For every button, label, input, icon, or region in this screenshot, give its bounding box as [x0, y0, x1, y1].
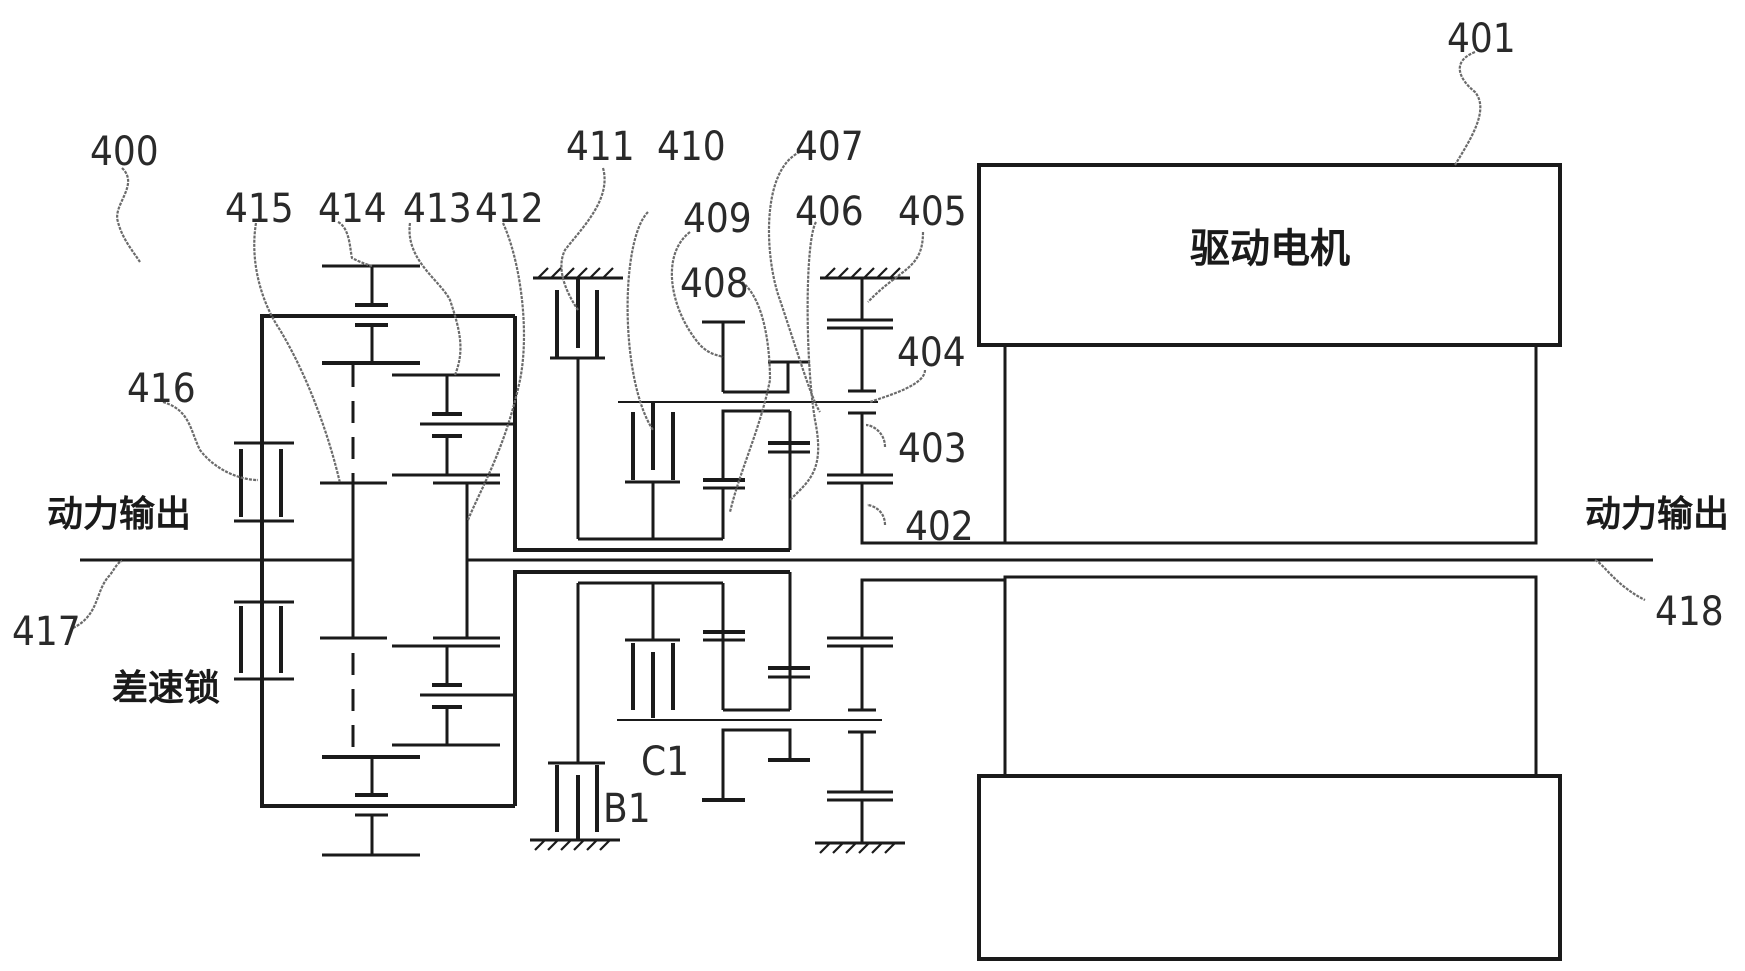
- leader-405: [867, 231, 925, 303]
- leader-414: [337, 221, 373, 268]
- leader-410: [626, 211, 654, 431]
- leader-409: [670, 231, 724, 359]
- gear-lower-frame: [721, 728, 792, 800]
- label-403: 403: [898, 426, 967, 472]
- leader-418: [1594, 559, 1646, 601]
- gear-409-link: [723, 362, 790, 394]
- upper-layshaft-group: [618, 320, 878, 539]
- leader-408: [728, 281, 772, 513]
- label-416: 416: [127, 366, 196, 412]
- label-405: 405: [898, 189, 967, 235]
- label-400: 400: [90, 129, 159, 175]
- label-c1: C1: [641, 739, 689, 785]
- ground-411-hatch: [537, 267, 614, 279]
- label-415: 415: [225, 186, 294, 232]
- motor-connection-upper: [860, 483, 1005, 545]
- leader-400: [116, 167, 141, 263]
- leader-402: [866, 503, 887, 526]
- leader-411: [560, 167, 606, 311]
- brake-b1: [530, 761, 620, 851]
- leader-407: [767, 150, 821, 413]
- label-402: 402: [905, 504, 974, 550]
- motor-stator-bottom: [977, 774, 1562, 961]
- label-407: 407: [795, 124, 864, 170]
- lower-ring-group: [815, 636, 905, 854]
- label-406: 406: [795, 189, 864, 235]
- leader-lines: [72, 50, 1646, 629]
- gear-408-frame: [721, 409, 790, 480]
- motor-connection-lower: [860, 578, 1005, 638]
- label-408: 408: [680, 261, 749, 307]
- label-b1: B1: [603, 786, 651, 832]
- power-output-left-label: 动力输出: [47, 494, 191, 535]
- label-411: 411: [566, 124, 635, 170]
- leader-403: [865, 423, 887, 448]
- label-414: 414: [318, 186, 387, 232]
- label-409: 409: [683, 196, 752, 242]
- label-410: 410: [657, 124, 726, 170]
- label-412: 412: [475, 186, 544, 232]
- leader-412: [466, 222, 526, 521]
- label-401: 401: [1447, 16, 1516, 62]
- motor-label: 驱动电机: [1190, 226, 1350, 272]
- motor-rotor-top: [1003, 343, 1538, 545]
- leader-415: [253, 222, 342, 484]
- ground-b1-hatch: [534, 839, 611, 851]
- leader-404: [869, 369, 927, 404]
- lower-layshaft-group: [576, 581, 882, 802]
- leader-401: [1454, 50, 1482, 166]
- leader-416: [162, 400, 259, 482]
- label-404: 404: [897, 330, 966, 376]
- label-417: 417: [12, 609, 81, 655]
- reference-numerals: 400 401 402 403 404 405 406 407 408 409 …: [12, 16, 1724, 832]
- diff-lock-clutch-416: [234, 441, 294, 681]
- label-418: 418: [1655, 589, 1724, 635]
- brake-411: [533, 267, 723, 541]
- sleeve-lower: [513, 570, 790, 806]
- ground-lower-405-hatch: [819, 842, 896, 854]
- upper-ring-group: [820, 267, 910, 485]
- leader-406: [789, 221, 820, 501]
- text-annotations: 动力输出 动力输出 差速锁: [47, 494, 1729, 709]
- leader-417: [72, 559, 123, 629]
- ground-405-hatch: [824, 267, 901, 279]
- diff-lock-label: 差速锁: [112, 668, 220, 709]
- differential: [260, 264, 515, 857]
- sleeve-upper: [513, 316, 790, 552]
- motor-rotor-bottom: [1003, 575, 1538, 778]
- label-413: 413: [403, 186, 472, 232]
- leader-413: [408, 222, 462, 376]
- power-output-right-label: 动力输出: [1585, 494, 1729, 535]
- drive-motor: 驱动电机: [977, 163, 1562, 961]
